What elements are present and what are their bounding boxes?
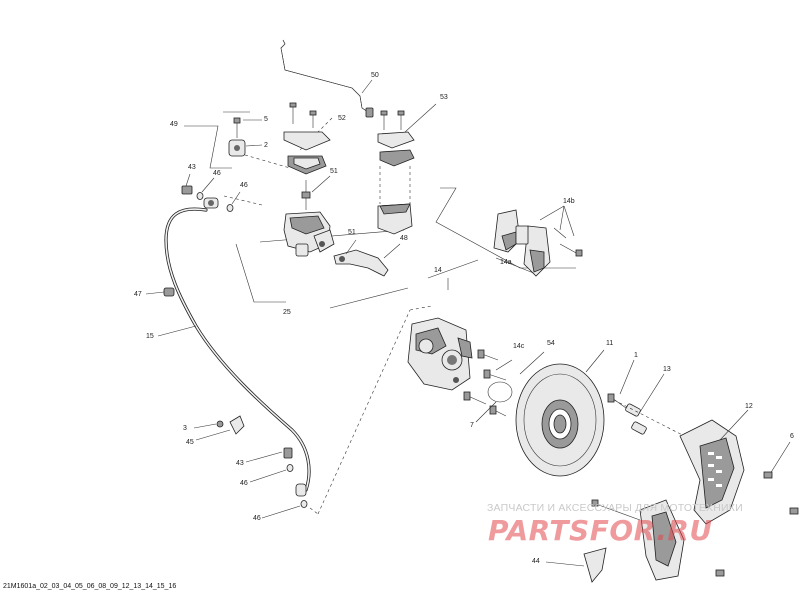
watermark-logo: PARTSFOR.RU <box>488 514 713 547</box>
callout-51-mid: 51 <box>348 229 356 236</box>
callout-11: 11 <box>606 340 614 347</box>
brake-hose-15 <box>145 173 433 519</box>
callout-14b: 14b <box>563 198 575 205</box>
callout-50: 50 <box>371 72 379 79</box>
callout-1: 1 <box>634 352 638 359</box>
callout-54: 54 <box>547 340 555 347</box>
callout-45: 45 <box>186 439 194 446</box>
watermark-tagline: ЗАПЧАСТИ И АКСЕССУАРЫ ДЛЯ МОТОТЕХНИКИ <box>487 502 743 514</box>
callout-6: 6 <box>790 433 794 440</box>
callout-46-bottom-a: 46 <box>240 480 248 487</box>
callout-52: 52 <box>338 115 346 122</box>
callout-48: 48 <box>400 235 408 242</box>
callout-49: 49 <box>170 121 178 128</box>
brake-pads <box>493 205 583 277</box>
reservoir-53 <box>377 103 437 235</box>
callout-46-top-b: 46 <box>240 182 248 189</box>
brake-disc-11 <box>515 349 605 477</box>
drawing-id: 21M1601a_02_03_04_05_06_08_09_12_13_14_1… <box>3 583 177 590</box>
callout-53: 53 <box>440 94 448 101</box>
lower-guard <box>545 499 799 583</box>
callout-2: 2 <box>264 142 268 149</box>
callout-14: 14 <box>434 267 442 274</box>
callout-13: 13 <box>663 366 671 373</box>
caliper-bolts <box>463 349 545 423</box>
brake-lever-48 <box>333 239 401 277</box>
callout-14c: 14c <box>513 343 525 350</box>
callout-44: 44 <box>532 558 540 565</box>
callout-12: 12 <box>745 403 753 410</box>
callout-15: 15 <box>146 333 154 340</box>
callout-14a: 14a <box>500 259 512 266</box>
callout-46-top-a: 46 <box>213 170 221 177</box>
master-cylinder <box>283 175 335 257</box>
callout-43-bottom: 43 <box>236 460 244 467</box>
callout-5: 5 <box>264 116 268 123</box>
callout-43-top: 43 <box>188 164 196 171</box>
callout-3: 3 <box>183 425 187 432</box>
brake-line-50 <box>280 39 374 118</box>
callout-51-top: 51 <box>330 168 338 175</box>
callout-47: 47 <box>134 291 142 298</box>
callout-46-bottom-b: 46 <box>253 515 261 522</box>
callout-7: 7 <box>470 422 474 429</box>
disc-guard-12 <box>679 409 791 525</box>
brake-caliper-14 <box>407 317 473 391</box>
disc-bolts-spacers <box>607 359 701 445</box>
callout-25: 25 <box>283 309 291 316</box>
reservoir-parts-left <box>228 102 331 175</box>
